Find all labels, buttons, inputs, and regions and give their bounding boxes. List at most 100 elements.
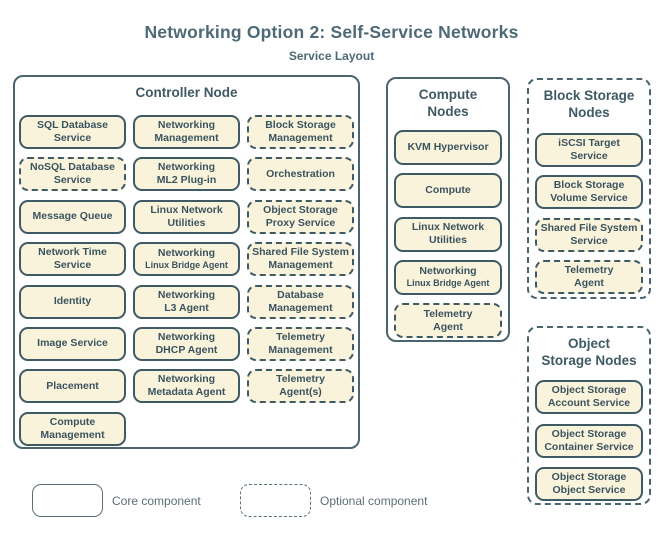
service-box-label: Object Service [552, 484, 626, 496]
optional-component-sample-box [240, 484, 311, 517]
panel-title-controller-node: Controller Node [15, 84, 358, 101]
service-box-label: Networking [157, 288, 216, 301]
service-box-label: Placement [46, 379, 99, 392]
service-box-label: Telemetry [564, 263, 614, 276]
service-box-label: Networking [157, 330, 216, 343]
service-box-label: Orchestration [266, 167, 335, 180]
service-box-label: Linux Network [411, 221, 485, 234]
service-box-message-queue: Message Queue [19, 199, 126, 234]
service-box-label: Agent [574, 276, 604, 289]
service-box-label: Proxy Service [265, 216, 336, 229]
service-box-label: L3 Agent [164, 301, 209, 314]
panel-title-line: Compute [418, 87, 478, 102]
panel-title-line: Nodes [568, 105, 610, 120]
service-box-label: Networking [157, 119, 216, 131]
panel-title-line: Nodes [427, 104, 469, 119]
service-box-label: Object Storage [551, 471, 627, 483]
service-box-label: Container Service [544, 440, 634, 453]
service-box-label: Compute [425, 184, 471, 197]
service-box-label: DHCP Agent [155, 343, 218, 356]
service-box-label: iSCSI Target [558, 137, 620, 149]
service-box-label: Account Service [547, 397, 631, 409]
service-box-label: Management [40, 428, 105, 441]
panel-title-line: Controller Node [135, 85, 238, 100]
service-box-label: Agent(s) [279, 386, 322, 399]
service-box-label: Networking [419, 265, 477, 278]
service-box-label: Block Storage [265, 119, 336, 131]
service-box-label: Shared File System [540, 221, 638, 234]
service-box-label: Block Storage [553, 179, 625, 192]
service-box-label: Utilities [167, 216, 206, 229]
service-box-placement: Placement [19, 369, 126, 404]
service-box-label: Networking [157, 373, 216, 386]
service-box-label: Message Queue [32, 210, 113, 223]
diagram-title: Networking Option 2: Self-Service Networ… [144, 22, 519, 42]
service-box-label: Service [53, 259, 92, 272]
panel-title-line: Storage Nodes [541, 353, 637, 368]
legend-core-label: Core component [112, 493, 201, 508]
service-box-compute: Compute [394, 173, 502, 209]
service-box-label: Networking [157, 247, 216, 260]
service-box-label: Agent [433, 320, 463, 333]
service-box-label: KVM Hypervisor [407, 141, 489, 153]
service-box-label: Telemetry [276, 330, 325, 343]
service-box-label: Management [268, 132, 333, 144]
service-box-label: Linux Bridge Agent [145, 260, 228, 271]
service-box-label: Networking [157, 161, 216, 174]
service-box-label: Object Storage [551, 427, 627, 440]
service-box-label: Object Storage [263, 203, 338, 216]
service-box-label: Network Time [38, 246, 107, 259]
service-box-label: Compute [49, 415, 96, 428]
service-box-label: Database [277, 288, 324, 301]
service-box-label: Metadata Agent [147, 386, 226, 399]
service-box-label: Utilities [429, 234, 467, 247]
panel-title-line: Object [567, 336, 610, 351]
service-box-image-service: Image Service [19, 326, 126, 361]
service-box-label: Linux Network [150, 203, 223, 216]
service-box-label: Management [268, 343, 333, 356]
service-box-label: Telemetry [423, 307, 473, 320]
service-box-label: Object Storage [551, 384, 627, 396]
service-box-label: Telemetry [276, 373, 325, 386]
service-box-label: Service [570, 234, 608, 247]
service-box-label: Service [570, 150, 608, 162]
service-box-identity: Identity [19, 284, 126, 319]
service-box-label: Volume Service [550, 192, 628, 205]
legend-item-optional: Optional component [240, 484, 427, 517]
service-box-label: ML2 Plug-in [156, 174, 217, 187]
service-box-label: Shared File System [252, 246, 349, 259]
